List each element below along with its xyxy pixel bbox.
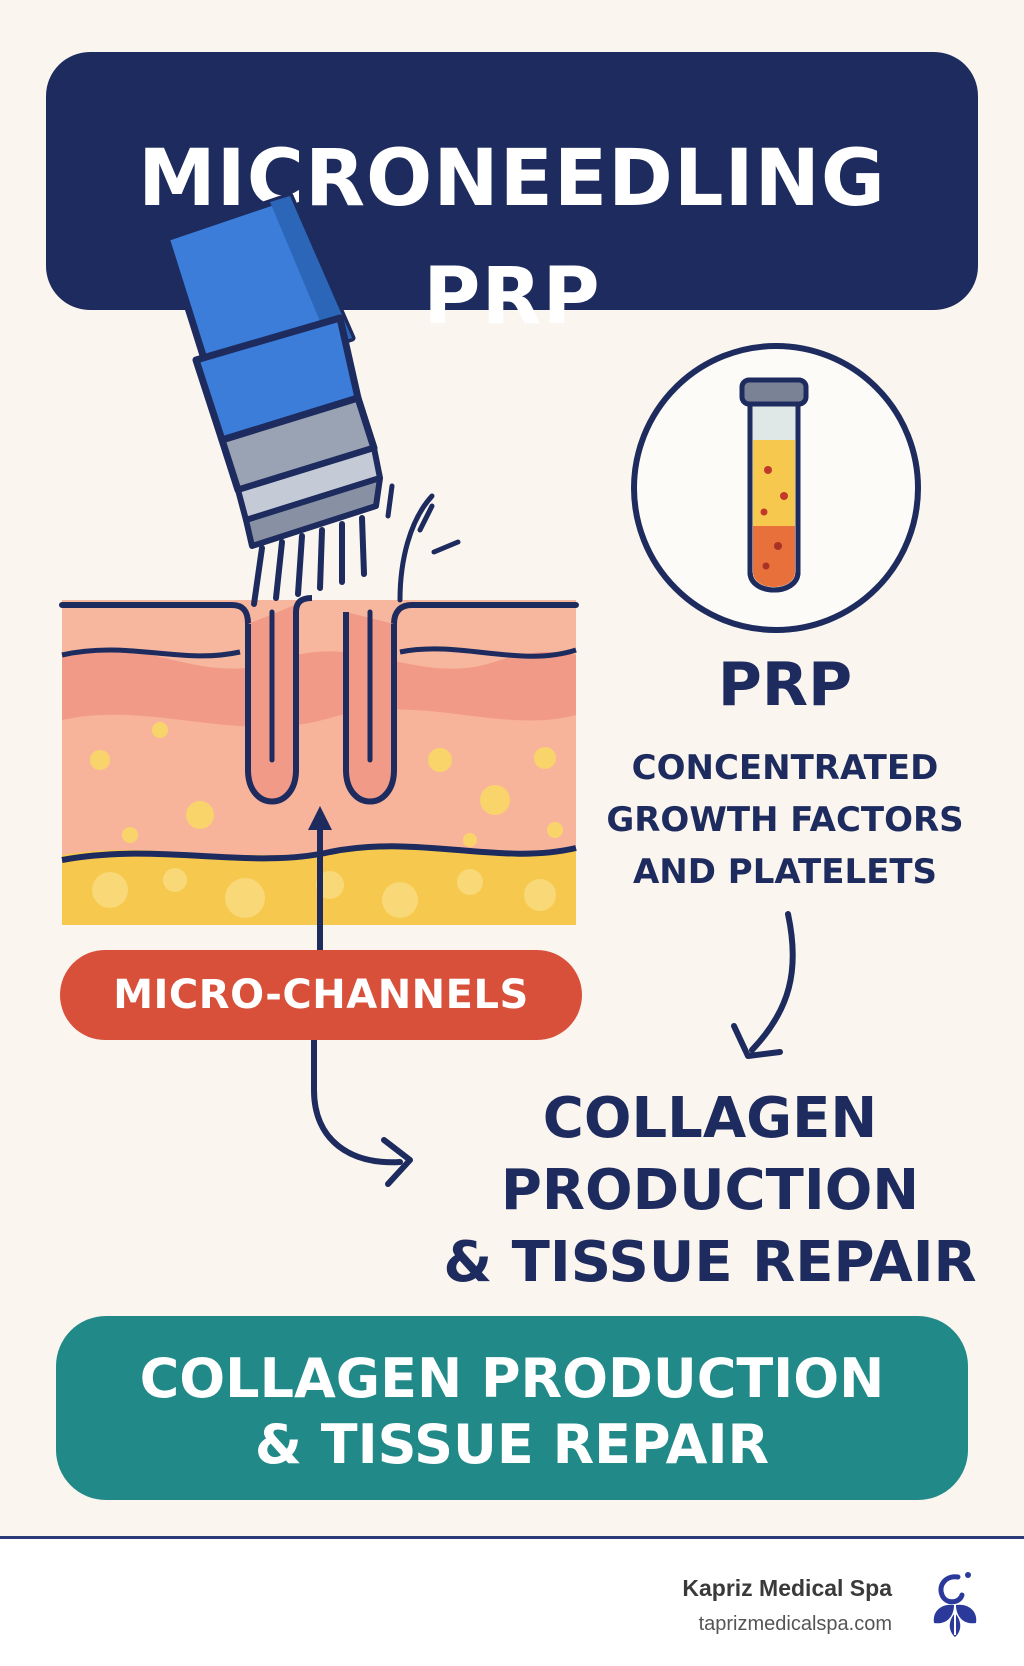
microneedling-device-icon xyxy=(162,192,461,607)
result-line: & TISSUE REPAIR xyxy=(443,1230,977,1295)
footer-divider xyxy=(0,1536,1024,1539)
skin-layers-illustration xyxy=(59,595,579,925)
test-tube-icon xyxy=(631,343,921,633)
prp-description-line: AND PLATELETS xyxy=(632,852,938,892)
illustration xyxy=(59,192,921,1187)
title-line-2: PRP xyxy=(423,252,601,342)
result-line: COLLAGEN xyxy=(542,1086,878,1151)
summary-banner: COLLAGEN PRODUCTION & TISSUE REPAIR xyxy=(56,1316,968,1500)
micro-channels-label: MICRO-CHANNELS xyxy=(60,950,582,1040)
footer: Kapriz Medical Spa taprizmedicalspa.com xyxy=(0,1539,1024,1666)
prp-heading: PRP xyxy=(717,650,853,720)
summary-line: COLLAGEN PRODUCTION xyxy=(139,1347,885,1410)
summary-line: & TISSUE REPAIR xyxy=(254,1413,770,1476)
brand-name: Kapriz Medical Spa xyxy=(682,1575,892,1601)
brand-url[interactable]: taprizmedicalspa.com xyxy=(698,1613,892,1635)
kapriz-logo-icon xyxy=(933,1572,977,1637)
arrow-icon xyxy=(311,1037,413,1187)
arrow-icon xyxy=(731,911,796,1059)
prp-description-line: GROWTH FACTORS xyxy=(606,800,964,840)
arrow-icon xyxy=(308,806,332,953)
prp-description-line: CONCENTRATED xyxy=(631,748,939,788)
result-line: PRODUCTION xyxy=(500,1158,920,1223)
